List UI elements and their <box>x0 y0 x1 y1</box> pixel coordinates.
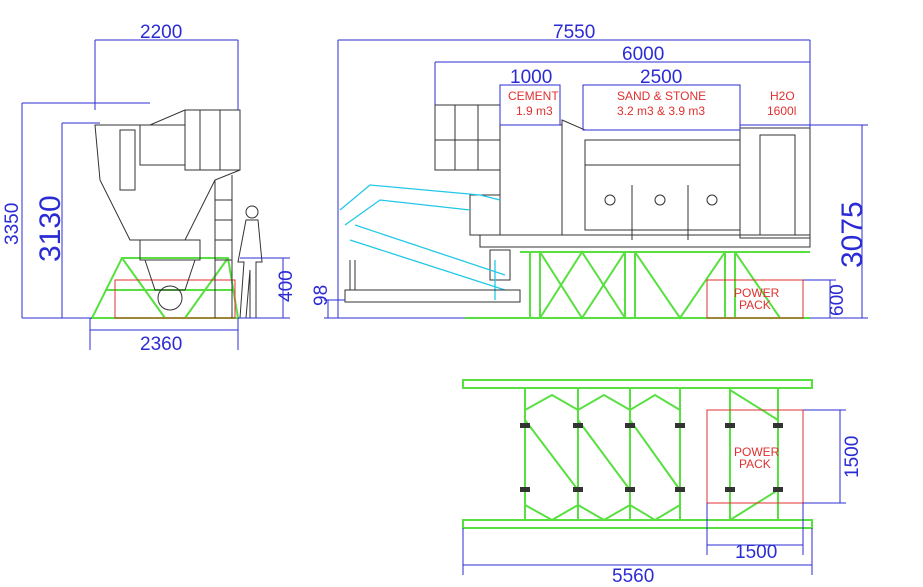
dim-side-ground-offset: 98 <box>311 285 332 306</box>
side-boom <box>339 184 506 300</box>
plan-power-pack-label-1: POWER <box>734 445 780 459</box>
front-view: 2200 3350 3130 400 2360 <box>2 22 297 355</box>
dim-front-height-body: 3130 <box>34 195 67 262</box>
plan-view: POWER PACK 1500 1500 5560 <box>462 379 863 587</box>
dim-side-total-length: 7550 <box>553 22 595 43</box>
cement-label: CEMENT <box>508 89 559 103</box>
dim-power-pack-height: 600 <box>827 284 848 316</box>
side-power-pack <box>706 279 804 319</box>
sand-stone-volume: 3.2 m3 & 3.9 m3 <box>617 104 705 118</box>
front-machine <box>94 109 241 318</box>
dim-sand-stone-length: 2500 <box>640 67 682 88</box>
side-power-pack-label-2: PACK <box>739 298 771 312</box>
plan-dimension-lines <box>462 409 846 575</box>
water-volume: 1600l <box>767 104 796 118</box>
front-power-pack <box>114 279 236 319</box>
dim-plan-power-pack-depth: 1500 <box>842 436 863 478</box>
dim-side-height: 3075 <box>836 201 869 268</box>
side-frame <box>465 250 810 320</box>
human-figure-icon <box>237 205 263 319</box>
side-dimension-lines <box>324 39 868 319</box>
dim-front-width-base: 2360 <box>140 334 182 355</box>
dim-front-frame-height: 400 <box>276 270 297 302</box>
sand-stone-label: SAND & STONE <box>617 89 706 103</box>
dim-front-height-total: 3350 <box>2 203 23 245</box>
dim-front-width-top: 2200 <box>140 22 182 43</box>
dim-side-body-length: 6000 <box>622 44 664 65</box>
dim-plan-power-pack-width: 1500 <box>735 542 777 563</box>
plan-power-pack <box>706 409 804 504</box>
dim-plan-frame-length: 5560 <box>612 566 654 587</box>
plan-brackets <box>520 423 783 492</box>
dim-cement-length: 1000 <box>510 67 552 88</box>
plan-power-pack-label-2: PACK <box>739 457 771 471</box>
side-view: POWER PACK <box>311 22 869 320</box>
side-lower-boom <box>344 260 521 303</box>
cement-volume: 1.9 m3 <box>516 104 553 118</box>
front-dimension-lines <box>21 39 290 350</box>
side-power-pack-label-1: POWER <box>734 286 780 300</box>
water-label: H2O <box>770 89 795 103</box>
side-machine <box>434 104 811 281</box>
